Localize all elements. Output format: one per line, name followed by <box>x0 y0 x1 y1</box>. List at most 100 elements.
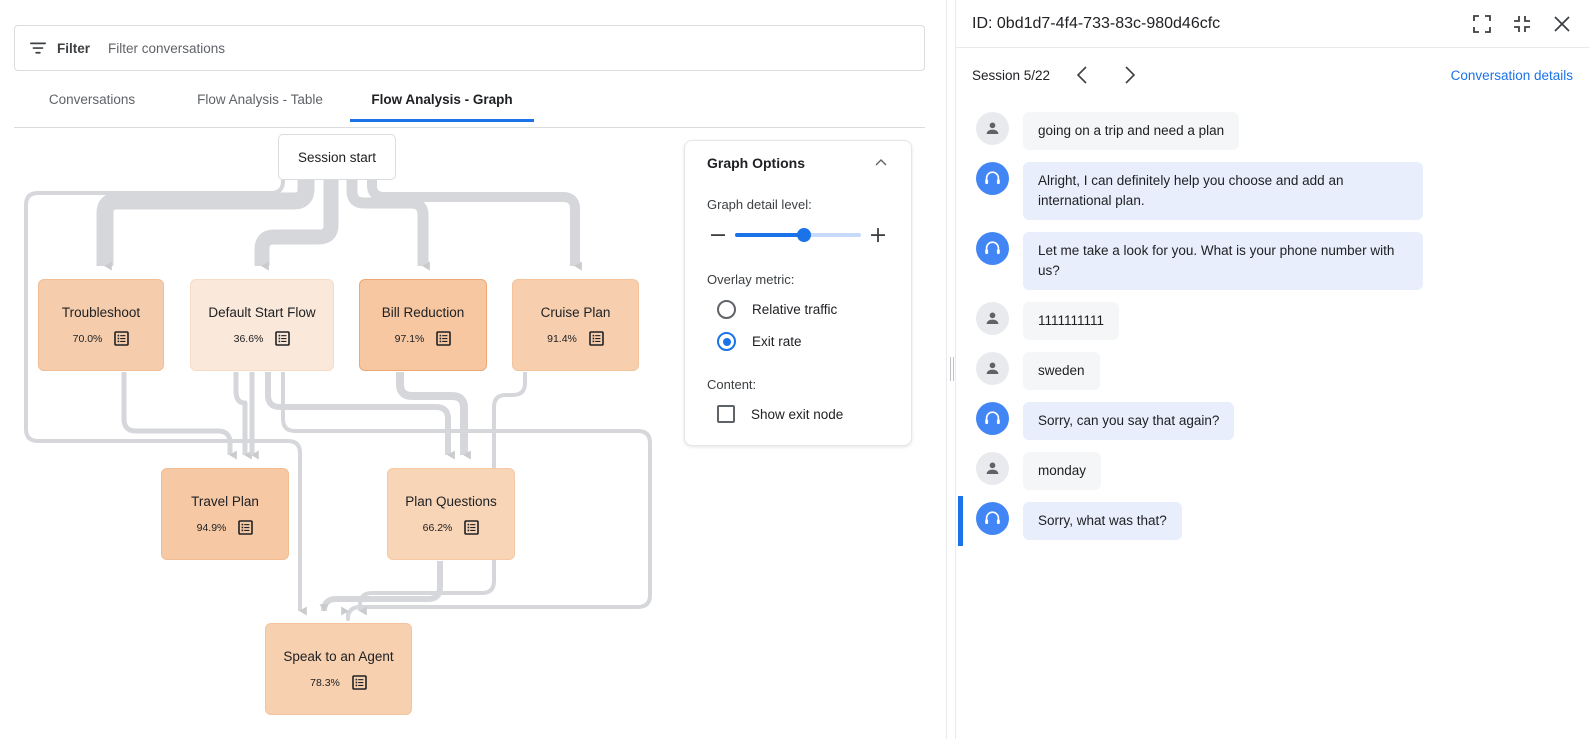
node-percent: 78.3% <box>310 676 340 689</box>
node-percent: 66.2% <box>422 521 453 534</box>
conversation-pane: ID: 0bd1d7-4f4-733-83c-980d46cfc Session… <box>956 0 1589 739</box>
session-navigation-bar: Session 5/22 Conversation details <box>956 48 1589 102</box>
filter-bar[interactable]: Filter Filter conversations <box>14 25 925 71</box>
chat-message: monday <box>956 446 1589 496</box>
user-avatar-icon <box>976 352 1009 385</box>
plus-icon[interactable] <box>867 224 889 246</box>
graph-options-title: Graph Options <box>707 155 805 171</box>
radio-relative-traffic[interactable]: Relative traffic <box>707 300 889 319</box>
list-icon[interactable] <box>464 520 480 535</box>
node-label: Cruise Plan <box>540 305 611 320</box>
node-percent: 36.6% <box>233 332 264 345</box>
node-percent: 91.4% <box>547 332 577 345</box>
flow-analysis-pane: Filter Filter conversations Conversation… <box>0 25 946 739</box>
overlay-metric-label: Overlay metric: <box>707 272 795 287</box>
filter-label: Filter <box>57 40 91 56</box>
slider-fill <box>735 233 805 237</box>
node-percent: 70.0% <box>72 332 103 345</box>
node-meta: 36.6% <box>234 331 291 346</box>
radio-exit-rate[interactable]: Exit rate <box>707 332 889 351</box>
list-icon[interactable] <box>436 331 452 346</box>
session-start-node[interactable]: Session start <box>278 134 396 180</box>
checkbox[interactable] <box>717 405 735 423</box>
radio-button-selected[interactable] <box>717 332 736 351</box>
agent-avatar-icon <box>976 502 1009 535</box>
content-label: Content: <box>707 377 757 392</box>
chat-transcript[interactable]: going on a trip and need a plan Alright,… <box>956 102 1589 739</box>
radio-button[interactable] <box>717 300 736 319</box>
flow-node-default-start-flow[interactable]: Default Start Flow 36.6% <box>190 279 334 371</box>
message-text: Sorry, can you say that again? <box>1023 402 1235 440</box>
slider-thumb[interactable] <box>797 228 812 242</box>
message-text: 1111111111 <box>1023 302 1120 340</box>
radio-label: Exit rate <box>752 334 802 349</box>
user-avatar-icon <box>976 302 1009 335</box>
detail-level-label: Graph detail level: <box>707 197 812 212</box>
chevron-up-icon[interactable] <box>873 155 889 171</box>
agent-avatar-icon <box>976 162 1009 195</box>
flow-node-plan-questions[interactable]: Plan Questions 66.2% <box>387 468 515 560</box>
message-text: monday <box>1023 452 1102 490</box>
chat-message: sweden <box>956 346 1589 396</box>
node-meta: 66.2% <box>423 520 480 535</box>
flow-node-bill-reduction[interactable]: Bill Reduction 97.1% <box>359 279 487 371</box>
conversation-details-link[interactable]: Conversation details <box>1450 67 1573 83</box>
conversation-header: ID: 0bd1d7-4f4-733-83c-980d46cfc <box>956 0 1589 48</box>
agent-avatar-icon <box>976 232 1009 265</box>
pane-splitter[interactable] <box>946 0 956 739</box>
checkbox-show-exit-node[interactable]: Show exit node <box>707 405 889 423</box>
node-meta: 91.4% <box>547 331 604 346</box>
splitter-grip-icon[interactable] <box>949 357 954 381</box>
tab-conversations[interactable]: Conversations <box>48 92 136 107</box>
checkbox-label: Show exit node <box>751 406 844 422</box>
flow-node-troubleshoot[interactable]: Troubleshoot 70.0% <box>38 279 164 371</box>
message-text: Let me take a look for you. What is your… <box>1023 232 1423 290</box>
chat-message: Let me take a look for you. What is your… <box>956 226 1589 296</box>
chat-message-highlighted: Sorry, what was that? <box>956 496 1589 546</box>
tab-flow-analysis-graph[interactable]: Flow Analysis - Graph <box>350 88 534 122</box>
graph-options-header[interactable]: Graph Options <box>707 155 889 171</box>
user-avatar-icon <box>976 452 1009 485</box>
chat-message: Sorry, can you say that again? <box>956 396 1589 446</box>
node-label: Default Start Flow <box>208 305 316 320</box>
user-avatar-icon <box>976 112 1009 145</box>
minus-icon[interactable] <box>707 224 729 246</box>
chat-message: going on a trip and need a plan <box>956 106 1589 156</box>
session-counter: Session 5/22 <box>972 67 1051 83</box>
flow-node-travel-plan[interactable]: Travel Plan 94.9% <box>161 468 289 560</box>
list-icon[interactable] <box>238 520 254 535</box>
tab-bar: Conversations Flow Analysis - Table Flow… <box>14 88 925 128</box>
chat-message: 1111111111 <box>956 296 1589 346</box>
list-icon[interactable] <box>352 675 367 690</box>
node-label: Plan Questions <box>405 494 497 509</box>
flow-graph-canvas[interactable]: Session start Troubleshoot 70.0% <box>0 129 946 739</box>
conversation-id: ID: 0bd1d7-4f4-733-83c-980d46cfc <box>972 14 1221 32</box>
chevron-left-icon[interactable] <box>1070 62 1096 88</box>
close-icon[interactable] <box>1551 13 1573 35</box>
message-text: Sorry, what was that? <box>1023 502 1182 540</box>
node-meta: 70.0% <box>73 331 130 346</box>
graph-options-panel: Graph Options Graph detail level: <box>684 140 912 446</box>
list-icon[interactable] <box>114 331 130 346</box>
list-icon[interactable] <box>275 331 291 346</box>
message-text: Alright, I can definitely help you choos… <box>1023 162 1423 220</box>
tab-flow-analysis-table[interactable]: Flow Analysis - Table <box>197 92 323 107</box>
chat-message: Alright, I can definitely help you choos… <box>956 156 1589 226</box>
flow-node-cruise-plan[interactable]: Cruise Plan 91.4% <box>512 279 639 371</box>
node-meta: 78.3% <box>310 675 367 690</box>
agent-avatar-icon <box>976 402 1009 435</box>
node-label: Speak to an Agent <box>283 649 394 664</box>
chevron-right-icon[interactable] <box>1116 62 1142 88</box>
collapse-icon[interactable] <box>1511 13 1533 35</box>
node-meta: 94.9% <box>197 520 254 535</box>
radio-label: Relative traffic <box>752 302 838 317</box>
node-label: Travel Plan <box>191 494 259 509</box>
filter-input[interactable]: Filter conversations <box>108 40 226 56</box>
node-meta: 97.1% <box>395 331 452 346</box>
flow-node-speak-to-an-agent[interactable]: Speak to an Agent 78.3% <box>265 623 412 715</box>
detail-level-slider[interactable] <box>735 225 861 245</box>
list-icon[interactable] <box>589 331 604 346</box>
expand-icon[interactable] <box>1471 13 1493 35</box>
filter-icon <box>29 39 47 57</box>
detail-level-control <box>707 224 889 246</box>
